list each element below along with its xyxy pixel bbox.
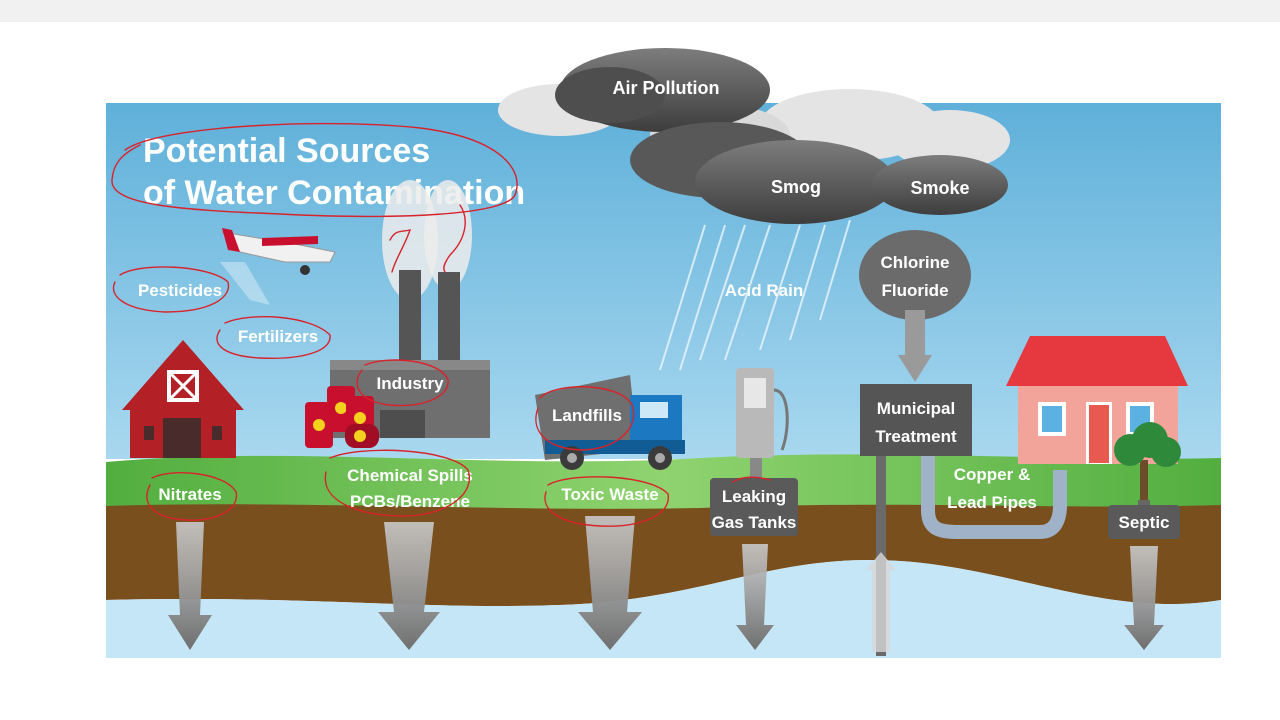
nitrates-circle [146,472,237,521]
industry-label: Industry [376,374,444,393]
lead-pipes-label: Lead Pipes [947,493,1037,512]
gas-tanks-label: Gas Tanks [712,513,797,532]
landfills-circle [535,386,635,451]
downward-arrows [168,516,1164,650]
airplane-icon [220,228,336,305]
landfills-label: Landfills [552,406,622,425]
acid-rain-lines [659,219,851,371]
leaking-mark [732,476,771,483]
smoke-squiggle-2 [443,204,466,273]
lead-pipe [921,456,1067,539]
cloud-group [498,48,1010,224]
title-annotation-circle [111,122,518,218]
smoke-cloud [872,155,1008,215]
grass [106,454,1221,520]
pesticides-circle [112,266,230,313]
treatment-label: Treatment [875,427,957,446]
water-tower-icon [859,230,971,382]
acid-rain-label: Acid Rain [725,281,803,300]
chemical-spills-label: Chemical Spills [347,466,473,485]
dump-truck-icon [535,375,685,470]
chlorine-label: Chlorine [881,253,950,272]
pesticides-label: Pesticides [138,281,222,300]
top-bar [0,0,1280,22]
fluoride-label: Fluoride [881,281,948,300]
barn-icon [122,340,244,458]
septic-label: Septic [1118,513,1169,532]
tree-icon [1114,422,1181,500]
pcbs-benzene-label: PCBs/Benzene [350,492,470,511]
leaking-label: Leaking [722,487,786,506]
toxic-waste-circle [544,476,669,527]
municipal-label: Municipal [877,399,955,418]
air-pollution-label: Air Pollution [613,78,720,98]
septic-box [1108,505,1180,539]
chemical-spills-circle [324,449,471,517]
gas-tanks-arrow [736,544,774,650]
smoke-label: Smoke [910,178,969,198]
toxic-waste-arrow [578,516,642,650]
smoke-squiggle-1 [389,229,412,273]
septic-arrow [1124,546,1164,650]
smog-label: Smog [771,177,821,197]
fertilizers-label: Fertilizers [238,327,318,346]
upward-arrow [866,552,896,652]
copper-label: Copper & [954,465,1031,484]
fertilizers-circle [216,315,331,360]
title-line-1: Potential Sources [143,132,430,170]
handwritten-annotations [111,122,771,527]
industry-circle [356,359,449,407]
groundwater [106,560,1221,658]
toxic-waste-label: Toxic Waste [561,485,658,504]
nitrates-arrow [168,522,212,650]
chemical-spills-arrow [378,522,440,650]
municipal-treatment-box [860,384,972,456]
leaking-gas-tanks-box [710,478,798,536]
smog-cloud [695,140,895,224]
barrels-icon [305,386,379,448]
nitrates-label: Nitrates [158,485,221,504]
